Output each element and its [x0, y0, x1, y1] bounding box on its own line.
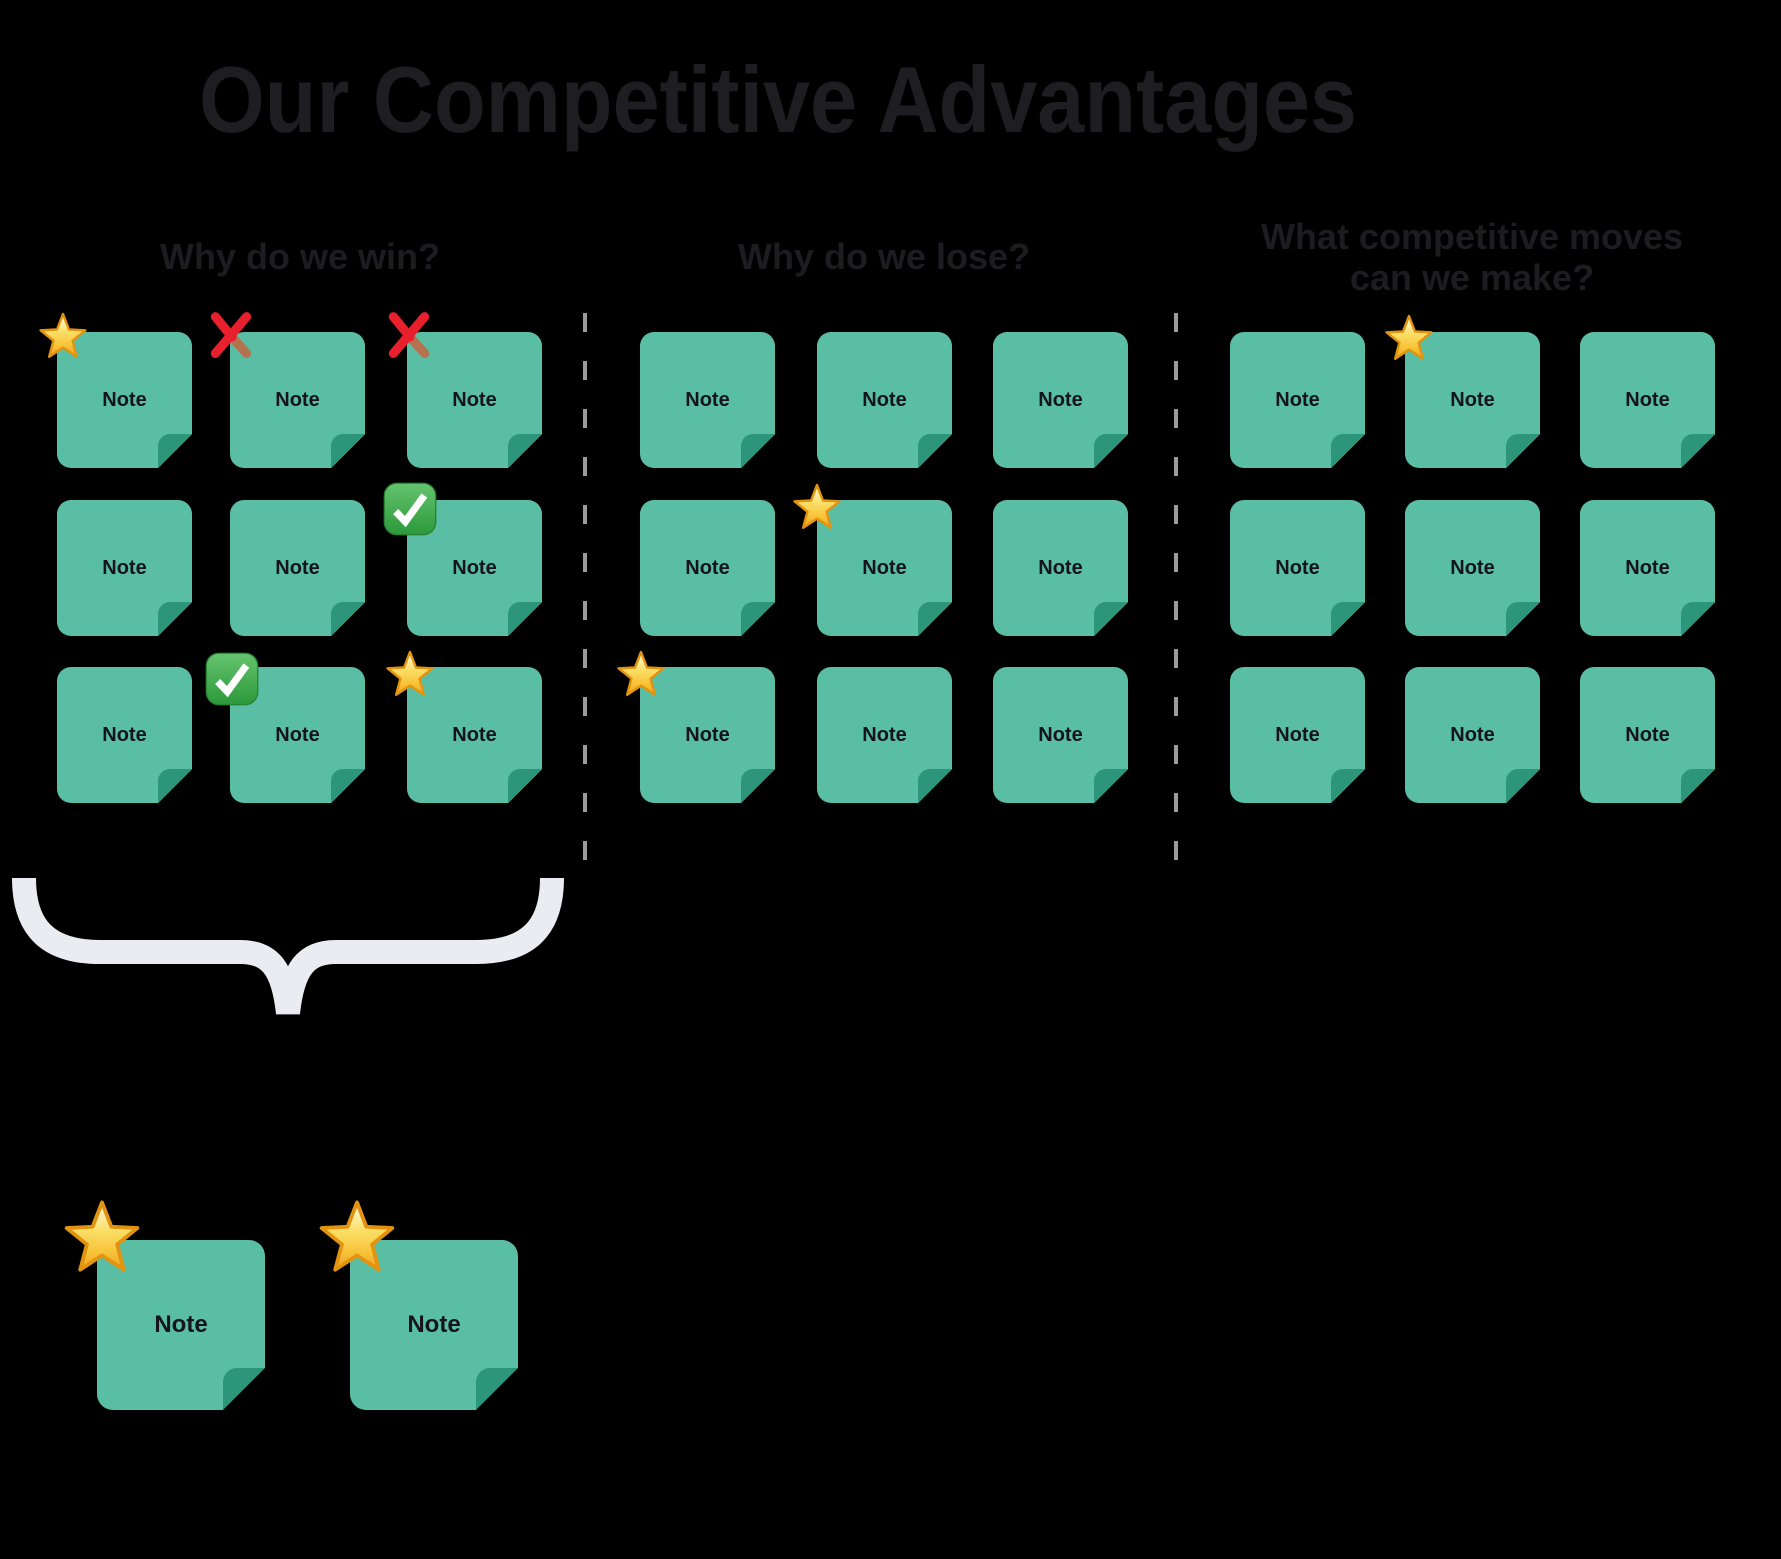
note-label: Note: [1038, 556, 1083, 579]
column-heading-win: Why do we win?: [160, 236, 440, 277]
note-label: Note: [862, 388, 907, 411]
sticky-note[interactable]: Note: [57, 667, 192, 803]
sticky-note[interactable]: Note: [817, 667, 952, 803]
note-label: Note: [1275, 388, 1320, 411]
star-icon[interactable]: [61, 1196, 143, 1278]
note-label: Note: [275, 556, 320, 579]
note-label: Note: [1450, 556, 1495, 579]
sticky-note[interactable]: Note: [640, 667, 775, 803]
note-label: Note: [1275, 556, 1320, 579]
sticky-note[interactable]: Note: [230, 332, 365, 468]
note-label: Note: [1450, 388, 1495, 411]
note-label: Note: [1038, 723, 1083, 746]
note-label: Note: [685, 556, 730, 579]
star-icon[interactable]: [1383, 312, 1435, 364]
note-label: Note: [1625, 723, 1670, 746]
note-label: Note: [685, 723, 730, 746]
sticky-note[interactable]: Note: [817, 500, 952, 636]
sticky-note[interactable]: Note: [1230, 667, 1365, 803]
note-label: Note: [452, 556, 497, 579]
sticky-note[interactable]: Note: [993, 500, 1128, 636]
note-label: Note: [154, 1311, 208, 1338]
column-divider: [1174, 313, 1178, 869]
note-label: Note: [275, 388, 320, 411]
sticky-note[interactable]: Note: [993, 667, 1128, 803]
note-label: Note: [407, 1311, 461, 1338]
column-heading-moves-line2: can we make?: [1349, 257, 1595, 298]
note-label: Note: [685, 388, 730, 411]
note-label: Note: [862, 723, 907, 746]
sticky-note[interactable]: Note: [817, 332, 952, 468]
sticky-note[interactable]: Note: [407, 500, 542, 636]
curly-brace-icon: [12, 878, 564, 1015]
note-label: Note: [1625, 388, 1670, 411]
check-icon[interactable]: [205, 652, 259, 706]
cross-icon[interactable]: [387, 312, 431, 360]
star-icon[interactable]: [37, 310, 89, 362]
cross-icon[interactable]: [209, 312, 253, 360]
note-label: Note: [1450, 723, 1495, 746]
note-label: Note: [102, 556, 147, 579]
column-heading-lose: Why do we lose?: [737, 236, 1031, 277]
star-icon[interactable]: [384, 648, 436, 700]
column-heading-moves-line1: What competitive moves: [1260, 216, 1684, 257]
sticky-note[interactable]: Note: [1580, 667, 1715, 803]
sticky-note[interactable]: Note: [993, 332, 1128, 468]
note-label: Note: [862, 556, 907, 579]
note-label: Note: [1275, 723, 1320, 746]
star-icon[interactable]: [791, 481, 843, 533]
sticky-note[interactable]: Note: [1405, 667, 1540, 803]
sticky-note[interactable]: Note: [1580, 332, 1715, 468]
star-icon[interactable]: [316, 1196, 398, 1278]
column-divider: [583, 313, 587, 869]
star-icon[interactable]: [615, 648, 667, 700]
sticky-note[interactable]: Note: [1405, 332, 1540, 468]
sticky-note[interactable]: Note: [1230, 332, 1365, 468]
sticky-note[interactable]: Note: [57, 332, 192, 468]
sticky-note[interactable]: Note: [1580, 500, 1715, 636]
check-icon[interactable]: [383, 482, 437, 536]
note-label: Note: [1038, 388, 1083, 411]
note-label: Note: [275, 723, 320, 746]
note-label: Note: [452, 723, 497, 746]
sticky-note[interactable]: Note: [230, 500, 365, 636]
note-label: Note: [102, 388, 147, 411]
sticky-note[interactable]: Note: [57, 500, 192, 636]
sticky-note[interactable]: Note: [640, 500, 775, 636]
sticky-note[interactable]: Note: [407, 332, 542, 468]
sticky-note[interactable]: Note: [1405, 500, 1540, 636]
note-label: Note: [1625, 556, 1670, 579]
note-label: Note: [102, 723, 147, 746]
column-heading-moves: What competitive moves can we make?: [1261, 216, 1683, 298]
sticky-note[interactable]: Note: [407, 667, 542, 803]
sticky-note[interactable]: Note: [640, 332, 775, 468]
note-label: Note: [452, 388, 497, 411]
board-title: Our Competitive Advantages: [198, 47, 1358, 152]
sticky-note[interactable]: Note: [1230, 500, 1365, 636]
